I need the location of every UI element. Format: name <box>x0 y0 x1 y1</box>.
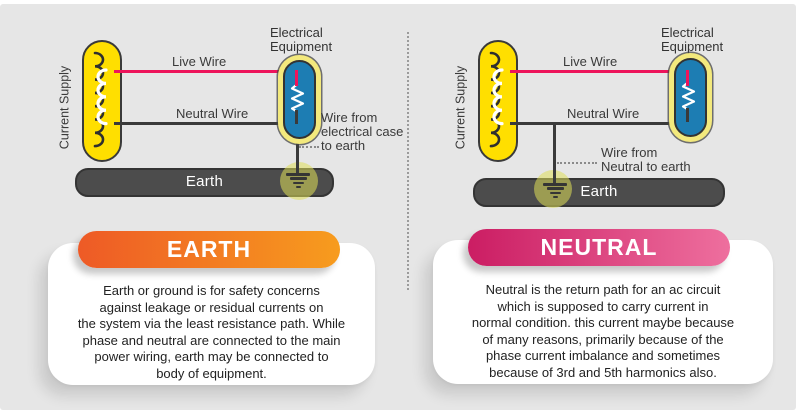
coil-icon <box>93 51 108 148</box>
equipment-label: Electrical Equipment <box>270 25 333 54</box>
neutral-card-text: Neutral is the return path for an ac cir… <box>471 282 735 380</box>
coil-icon <box>489 51 504 148</box>
ground-icon <box>543 183 567 200</box>
neutral-wire-rise <box>686 108 689 122</box>
equipment-label: Electrical Equipment <box>661 25 724 54</box>
case-to-earth-wire <box>296 136 299 174</box>
vertical-dotted-divider <box>407 32 409 290</box>
neutral-to-earth-wire <box>553 124 556 184</box>
earth-platform: Earth <box>473 178 725 207</box>
live-wire-drop <box>295 70 298 86</box>
neutral-wire <box>114 122 298 125</box>
electrical-equipment <box>283 60 316 139</box>
annotation: Wire from Neutral to earth <box>601 145 691 174</box>
live-wire-drop <box>686 70 689 86</box>
current-supply-capsule <box>478 40 518 162</box>
earth-card-text: Earth or ground is for safety concerns a… <box>77 283 346 381</box>
neutral-wire-rise <box>295 110 298 124</box>
live-wire-label: Live Wire <box>172 54 227 69</box>
ground-glow <box>280 162 318 200</box>
annotation-connector <box>299 146 319 148</box>
current-supply-label: Current Supply <box>453 65 468 150</box>
earth-card-title: EARTH <box>78 231 340 268</box>
earth-label: Earth <box>185 173 224 190</box>
neutral-wire <box>510 122 690 125</box>
neutral-wire-label: Neutral Wire <box>176 106 249 121</box>
current-supply-capsule <box>82 40 122 162</box>
live-wire <box>510 70 690 73</box>
resistor-icon <box>681 81 696 111</box>
electrical-equipment <box>674 58 707 137</box>
live-wire <box>114 70 298 73</box>
annotation-connector <box>557 162 597 164</box>
current-supply-label: Current Supply <box>57 65 72 150</box>
neutral-card-title: NEUTRAL <box>468 229 730 266</box>
resistor-icon <box>290 83 305 113</box>
annotation: Wire from electrical case to earth <box>321 110 404 153</box>
live-wire-label: Live Wire <box>563 54 618 69</box>
neutral-wire-label: Neutral Wire <box>567 106 640 121</box>
ground-icon <box>286 173 310 190</box>
earth-label: Earth <box>580 183 618 200</box>
